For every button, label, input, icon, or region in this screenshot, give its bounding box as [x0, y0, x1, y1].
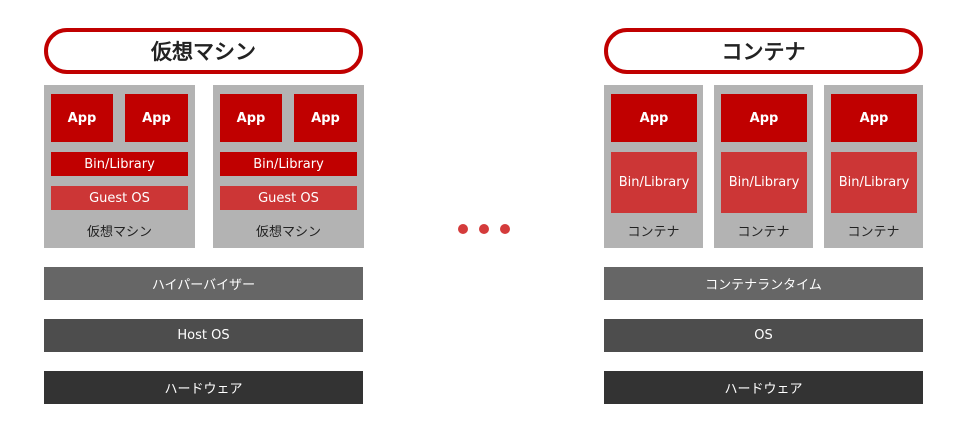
- container-label: コンテナ: [627, 224, 680, 240]
- bin-library-block: Bin/Library: [220, 152, 357, 176]
- hypervisor-layer: ハイパーバイザー: [44, 267, 363, 300]
- guest-os-block: Guest OS: [51, 186, 188, 210]
- bin-library-block: Bin/Library: [611, 152, 697, 213]
- app-block: App: [831, 94, 917, 142]
- hardware-layer: ハードウェア: [604, 371, 923, 404]
- app-block: App: [611, 94, 697, 142]
- app-block: App: [721, 94, 807, 142]
- container-label: コンテナ: [737, 224, 790, 240]
- hardware-layer: ハードウェア: [44, 371, 363, 404]
- container-runtime-layer: コンテナランタイム: [604, 267, 923, 300]
- bin-library-block: Bin/Library: [831, 152, 917, 213]
- ellipsis-dot: [458, 224, 468, 234]
- app-block: App: [51, 94, 113, 142]
- bin-library-block: Bin/Library: [51, 152, 188, 176]
- container-title: コンテナ: [604, 28, 923, 74]
- vm-label: 仮想マシン: [255, 224, 321, 240]
- bin-library-block: Bin/Library: [721, 152, 807, 213]
- vm-label: 仮想マシン: [86, 224, 152, 240]
- host-os-layer: Host OS: [44, 319, 363, 352]
- ellipsis-dot: [500, 224, 510, 234]
- app-block: App: [220, 94, 282, 142]
- vm-title: 仮想マシン: [44, 28, 363, 74]
- container-label: コンテナ: [847, 224, 900, 240]
- guest-os-block: Guest OS: [220, 186, 357, 210]
- app-block: App: [125, 94, 188, 142]
- app-block: App: [294, 94, 357, 142]
- os-layer: OS: [604, 319, 923, 352]
- ellipsis-dot: [479, 224, 489, 234]
